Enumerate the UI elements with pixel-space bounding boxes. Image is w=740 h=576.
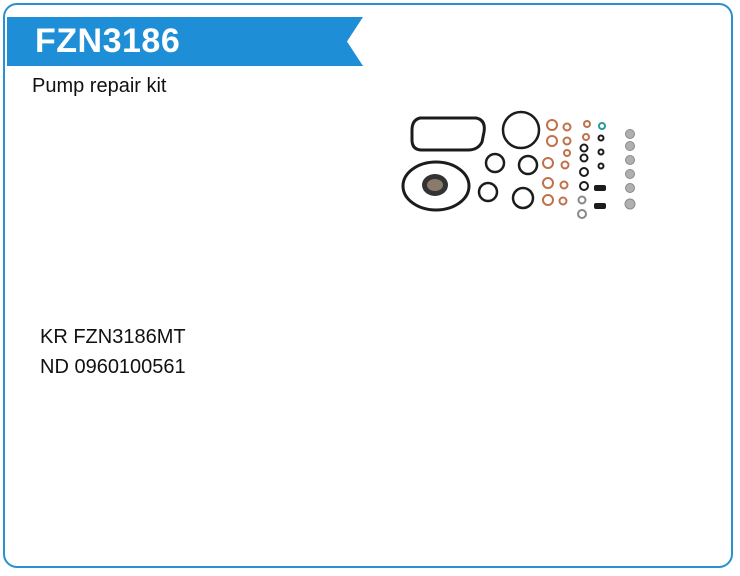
gasket-kit-photo bbox=[398, 108, 643, 223]
reference-numbers: KR FZN3186MT ND 0960100561 bbox=[40, 322, 186, 382]
banner-shape bbox=[7, 17, 363, 66]
product-description: Pump repair kit bbox=[32, 75, 167, 97]
reference-kr: KR FZN3186MT bbox=[40, 326, 186, 348]
part-number-title: FZN3186 bbox=[35, 22, 181, 60]
reference-nd: ND 0960100561 bbox=[40, 356, 186, 378]
product-card bbox=[3, 3, 733, 568]
title-banner: FZN3186 bbox=[7, 17, 363, 66]
